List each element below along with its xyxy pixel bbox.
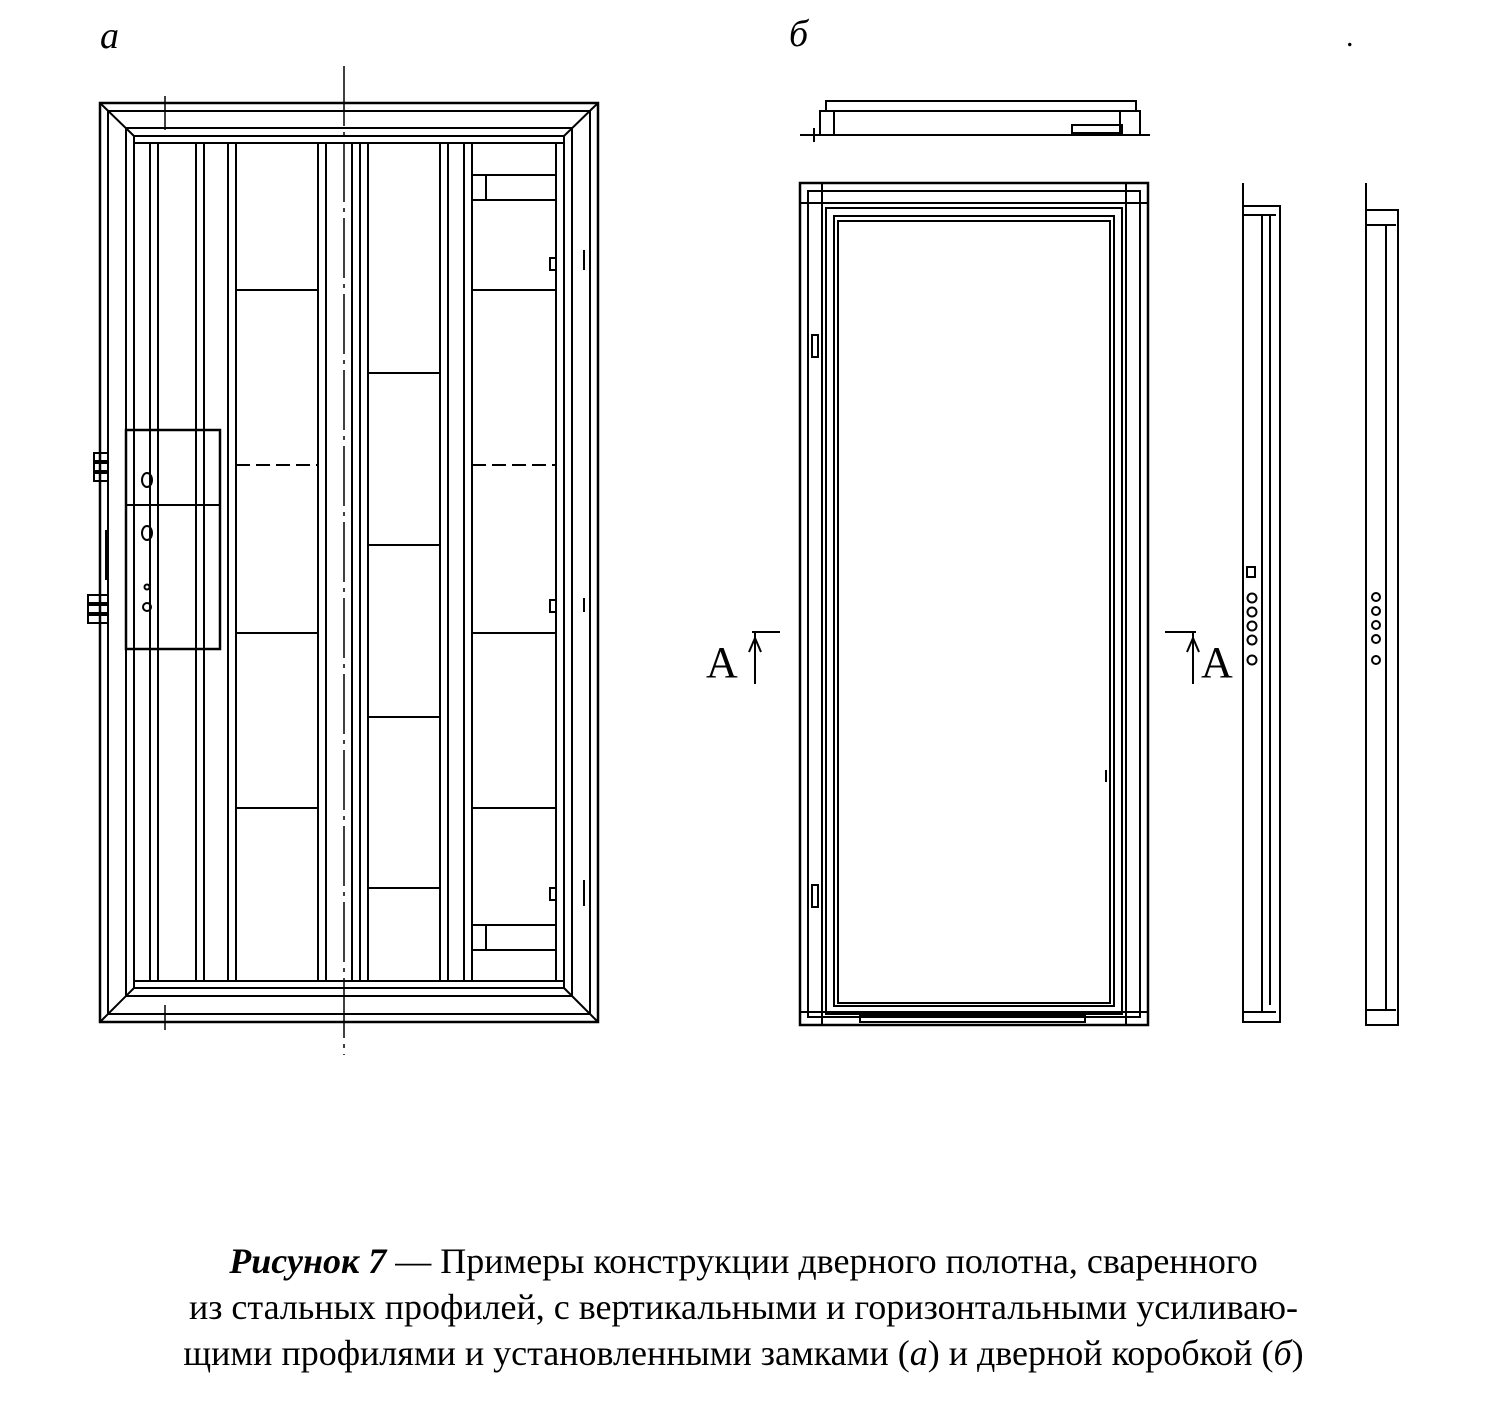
caption-line-3-end: ) [1291,1333,1304,1373]
caption-line-1: Рисунок 7 — Примеры конструкции дверного… [40,1238,1447,1284]
technical-drawing [87,66,1399,1055]
caption-line-3-mid: ) и дверной коробкой ( [927,1333,1274,1373]
caption-ref-b: б [1273,1333,1292,1373]
stray-dot: . [1346,20,1354,53]
door-frame-drawing [748,100,1399,1027]
caption-figure-number: Рисунок 7 [229,1241,387,1281]
label-part-b: б [789,13,809,55]
caption-dash: — [386,1241,441,1281]
caption-line-3-start: щими профилями и установленными замками … [183,1333,910,1373]
section-label-right: А [1201,638,1233,687]
caption-line-3: щими профилями и установленными замками … [40,1330,1447,1376]
caption-line-1-text: Примеры конструкции дверного полотна, св… [440,1241,1258,1281]
label-part-a: а [100,15,119,57]
section-label-left: А [706,638,738,687]
caption-line-2: из стальных профилей, с вертикальными и … [188,1287,1299,1327]
door-leaf-drawing [87,66,600,1055]
caption-ref-a: а [909,1333,928,1373]
figure-caption: Рисунок 7 — Примеры конструкции дверного… [40,1238,1447,1376]
